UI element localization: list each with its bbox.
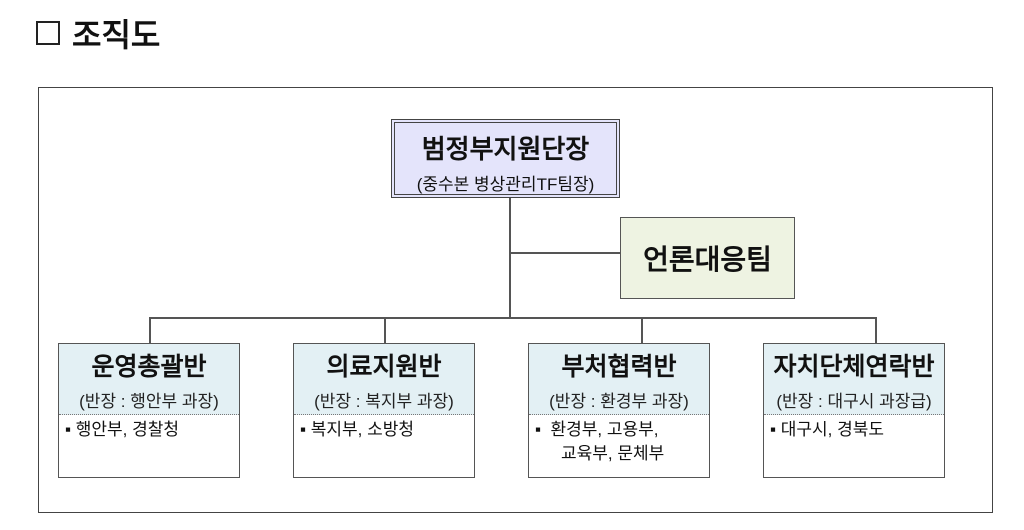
unit-name: 운영총괄반 xyxy=(91,353,207,381)
head-sub: (중수본 병상관리TF팀장) xyxy=(416,175,595,194)
unit-members: 복지부, 소방청 xyxy=(310,420,415,439)
unit-name: 자치단체연락반 xyxy=(773,353,935,381)
connector-line xyxy=(384,318,386,343)
unit-box: 의료지원반(반장 : 복지부 과장) ▪ 복지부, 소방청 xyxy=(293,343,475,478)
connector-line xyxy=(149,318,151,343)
unit-members: 행안부, 경찰청 xyxy=(75,420,180,439)
unit-members: 대구시, 경북도 xyxy=(780,420,885,439)
unit-leader: (반장 : 복지부 과장) xyxy=(314,392,454,411)
unit-leader: (반장 : 환경부 과장) xyxy=(549,392,689,411)
head-box: 범정부지원단장 (중수본 병상관리TF팀장) xyxy=(391,119,620,198)
unit-name: 의료지원반 xyxy=(326,353,442,381)
unit-leader: (반장 : 행안부 과장) xyxy=(79,392,219,411)
title-text: 조직도 xyxy=(72,17,161,53)
press-team-name: 언론대응팀 xyxy=(643,244,772,275)
connector-line xyxy=(149,317,877,319)
head-name: 범정부지원단장 xyxy=(421,134,590,164)
unit-name: 부처협력반 xyxy=(561,353,677,381)
square-bullet-icon xyxy=(36,21,60,45)
connector-line xyxy=(510,252,620,254)
connector-line xyxy=(509,198,511,319)
connector-line xyxy=(875,318,877,343)
connector-line xyxy=(641,318,643,343)
org-chart-frame xyxy=(38,87,993,513)
unit-box: 운영총괄반(반장 : 행안부 과장) ▪ 행안부, 경찰청 xyxy=(58,343,240,478)
unit-box: 자치단체연락반(반장 : 대구시 과장급) ▪ 대구시, 경북도 xyxy=(763,343,945,478)
unit-members: 환경부, 고용부, xyxy=(550,420,659,439)
press-team-box: 언론대응팀 xyxy=(620,217,795,299)
unit-box: 부처협력반(반장 : 환경부 과장) ▪ 환경부, 고용부,교육부, 문체부 xyxy=(528,343,710,478)
unit-members: 교육부, 문체부 xyxy=(561,444,665,463)
section-title: 조직도 xyxy=(36,10,160,56)
unit-leader: (반장 : 대구시 과장급) xyxy=(776,392,932,411)
